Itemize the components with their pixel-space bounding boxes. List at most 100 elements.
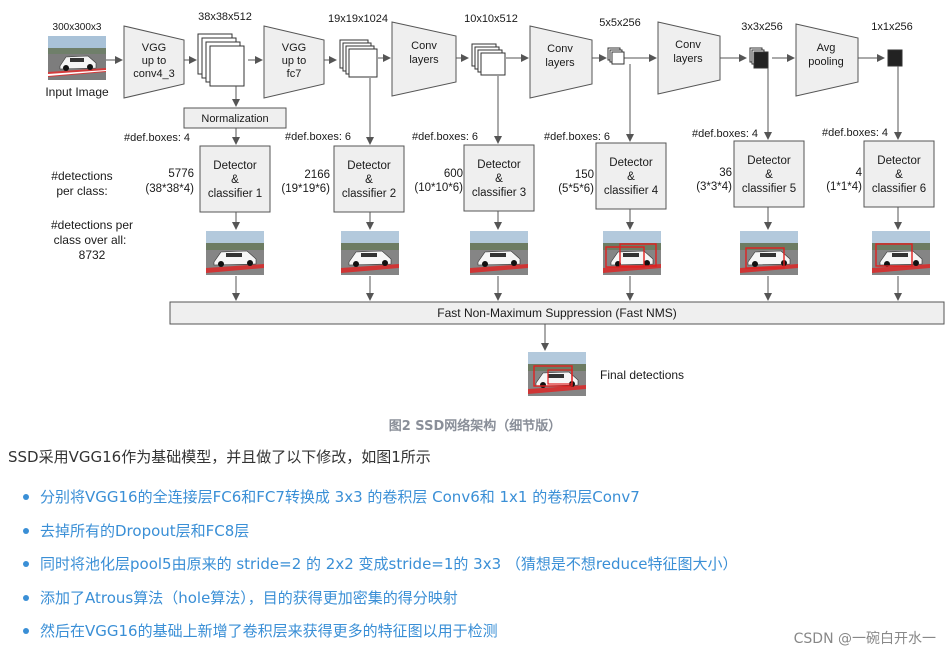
avg-pooling-label-2: pooling [808,56,843,68]
bullet-dot [23,527,29,534]
detection-count-2: 2166 [304,169,330,181]
conv-layers-3-label-2: layers [673,53,703,65]
detector-4-line-2: & [627,171,635,183]
bullet-dot [23,561,29,567]
conv-layers-3-label-1: Conv [675,39,701,51]
list-item: 同时将池化层pool5由原来的 stride=2 的 2x2 变成stride=… [18,553,737,587]
detection-formula-6: (1*1*4) [826,181,862,193]
detections-overall-total: 8732 [79,248,106,262]
detection-thumbnail-3 [470,231,528,275]
list-item: 然后在VGG16的基础上新增了卷积层来获得更多的特征图以用于检测 [18,620,737,654]
final-detection-image [528,352,586,396]
detection-count-1: 5776 [168,168,194,180]
bullet-dot [23,628,29,634]
detector-2-line-2: & [365,174,373,186]
detection-count-5: 36 [719,167,732,179]
detector-1-line-1: Detector [213,160,257,172]
detector-1-line-3: classifier 1 [208,188,262,200]
detection-bounding-box [875,243,913,267]
bullet-dot [23,594,29,601]
detector-box-4 [595,142,667,210]
vgg-conv4-label-1: VGG [142,42,166,54]
input-size-label: 300x300x3 [53,22,102,33]
nms-label: Fast Non-Maximum Suppression (Fast NMS) [437,306,676,320]
vgg-fc7-block [263,25,325,99]
vgg-conv4-block [123,25,185,99]
bullet-dot [23,494,29,500]
detector-6-line-1: Detector [877,155,921,167]
def-boxes-4: #def.boxes: 6 [544,131,610,143]
modification-list: 分别将VGG16的全连接层FC6和FC7转换成 3x3 的卷积层 Conv6和 … [18,486,737,654]
detector-box-3 [463,144,535,212]
list-item: 分别将VGG16的全连接层FC6和FC7转换成 3x3 的卷积层 Conv6和 … [18,486,737,520]
detector-6-line-3: classifier 6 [872,183,926,195]
def-boxes-5: #def.boxes: 4 [692,128,758,140]
detection-formula-1: (38*38*4) [145,183,194,195]
detector-5-line-3: classifier 5 [742,183,796,195]
detection-bounding-box [745,247,785,269]
conv-layers-1-label-2: layers [409,54,439,66]
feature-map-size-4: 5x5x256 [599,17,641,29]
detection-formula-3: (10*10*6) [414,182,463,194]
detection-formula-4: (5*5*6) [558,183,594,195]
conv-layers-block-2 [529,25,593,99]
detection-thumbnail-1 [206,231,264,275]
feature-map-size-3: 10x10x512 [464,13,518,25]
avg-pooling-label-1: Avg [817,42,836,54]
detector-6-line-2: & [895,169,903,181]
feature-map-stack-1 [197,33,245,87]
detection-bounding-box [619,243,657,267]
detector-box-5 [733,140,805,208]
list-item: 添加了Atrous算法（hole算法），目的获得更加密集的得分映射 [18,587,737,621]
detector-4-line-3: classifier 4 [604,185,659,197]
detector-box-1 [199,145,271,213]
detector-4-line-1: Detector [609,157,653,169]
feature-map-stack-4 [607,47,625,65]
detection-bounding-box [605,246,645,268]
feature-map-stack-5 [749,47,769,69]
detector-5-line-1: Detector [747,155,791,167]
vgg-fc7-label-3: fc7 [287,68,302,80]
def-boxes-6: #def.boxes: 4 [822,127,888,139]
feature-map-size-5: 3x3x256 [741,21,783,33]
watermark: CSDN @一碗白开水一 [793,631,936,647]
detector-3-line-3: classifier 3 [472,187,526,199]
detections-overall-label-2: class over all: [54,233,127,247]
list-item-text: 去掉所有的Dropout层和FC8层 [40,521,250,540]
list-item-text: 分别将VGG16的全连接层FC6和FC7转换成 3x3 的卷积层 Conv6和 … [40,488,640,506]
detection-thumbnail-2 [341,231,399,275]
list-item-text: 添加了Atrous算法（hole算法），目的获得更加密集的得分映射 [40,588,458,607]
def-boxes-2: #def.boxes: 6 [285,131,351,143]
vgg-fc7-label-1: VGG [282,42,306,54]
detection-count-6: 4 [856,167,863,179]
detector-1-line-2: & [231,174,239,186]
detector-box-2 [333,145,405,213]
avg-pooling-block [795,23,859,97]
normalization-label: Normalization [201,113,268,125]
conv-layers-block-1 [391,21,457,97]
detector-3-line-2: & [495,173,503,185]
detection-thumbnail-4 [603,231,661,275]
feature-map-stack-3 [471,43,506,76]
list-item: 去掉所有的Dropout层和FC8层 [18,520,737,554]
input-image-label: Input Image [45,85,109,99]
detections-per-class-label-1: #detections [51,169,112,183]
list-item-text: 然后在VGG16的基础上新增了卷积层来获得更多的特征图以用于检测 [40,622,498,640]
final-bounding-box [547,369,573,385]
nms-box [169,301,945,325]
detector-2-line-3: classifier 2 [342,188,396,200]
feature-map-size-1: 38x38x512 [198,11,252,23]
detections-per-class-label-2: per class: [56,184,107,198]
detection-count-4: 150 [575,169,594,181]
final-detections-label: Final detections [600,368,684,382]
input-image [48,36,106,80]
feature-map-size-6: 1x1x256 [871,21,913,33]
feature-map-size-2: 19x19x1024 [328,13,388,25]
figure-caption: 图2 SSD网络架构（细节版） [388,419,562,434]
detection-count-3: 600 [444,168,463,180]
conv-layers-1-label-1: Conv [411,40,437,52]
def-boxes-1: #def.boxes: 4 [124,132,190,144]
vgg-fc7-label-2: up to [282,55,306,67]
conv-layers-block-3 [657,21,721,95]
def-boxes-3: #def.boxes: 6 [412,131,478,143]
